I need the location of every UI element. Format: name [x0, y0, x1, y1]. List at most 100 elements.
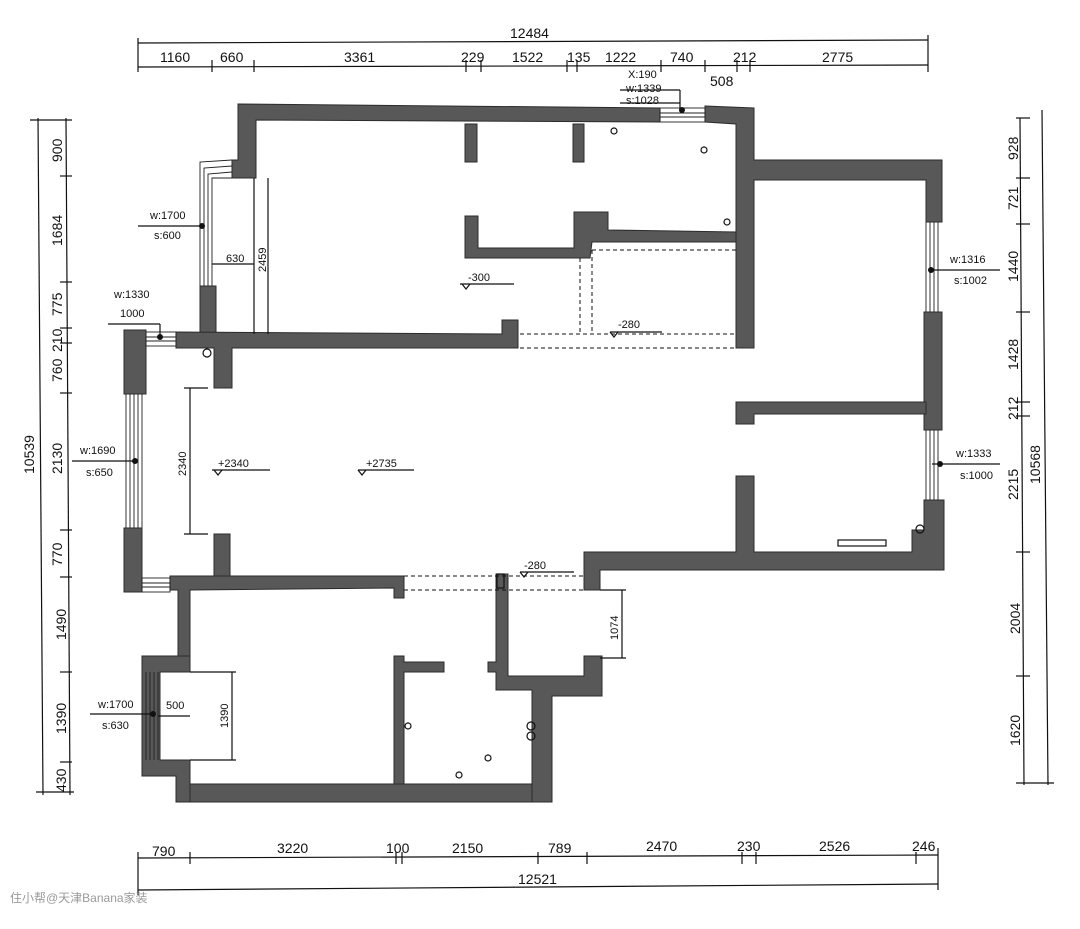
window-3-s: 1000: [120, 308, 144, 320]
window-upper-left-bay: [199, 159, 233, 286]
inner-dim-2340: 2340: [177, 452, 189, 476]
top-seg-4: 229: [461, 49, 485, 65]
wall-jamb-upper-left: [199, 285, 217, 335]
wall-jamb-living-lower: [213, 533, 231, 579]
inner-dim-1074: 1074: [609, 616, 621, 640]
right-segment-labels: 928 721 1440 1428 212 2215 10568 2004 16…: [1005, 136, 1043, 746]
right-seg-1: 928: [1005, 136, 1021, 160]
left-dimension-lines: [30, 117, 74, 796]
right-seg-7: 2004: [1007, 603, 1023, 634]
wall-living-lower-divider: [169, 575, 405, 657]
window-7-w: w:1700: [97, 699, 133, 711]
bottom-seg-8: 2526: [819, 838, 850, 854]
left-seg-3: 775: [49, 292, 65, 316]
wall-top-upper-room: [231, 103, 661, 179]
wall-left-outer: [123, 329, 147, 395]
left-seg-5: 760: [49, 358, 65, 382]
wall-right-lower: [583, 475, 945, 591]
wall-upper-living-divider: [175, 319, 519, 389]
top-seg-3: 3361: [344, 49, 375, 65]
top-seg-6: 135: [567, 49, 591, 65]
top-seg-9: 212: [733, 49, 757, 65]
right-seg-5: 212: [1005, 396, 1021, 420]
wall-right-outer: [923, 311, 943, 431]
left-seg-1: 900: [49, 138, 65, 162]
left-segment-labels: 10539 900 1684 775 210 760 2130 770 1490…: [21, 138, 69, 792]
top-seg-10: 2775: [822, 49, 853, 65]
wall-top-right-segment: [704, 105, 943, 349]
bottom-total-dimension: 12521: [518, 871, 557, 887]
left-seg-9: 1390: [53, 703, 69, 734]
level-closet: -280: [618, 319, 640, 331]
bottom-dimension-lines: [137, 848, 939, 895]
level-living-center: +2735: [366, 458, 397, 470]
wall-lower-middle: [487, 573, 603, 803]
window-2-w: w:1700: [149, 210, 185, 222]
wall-lower-partition: [393, 655, 445, 785]
bottom-segment-labels: 790 3220 100 2150 789 2470 230 2526 246 …: [152, 838, 936, 887]
left-total-dimension: 10539: [21, 435, 37, 474]
left-seg-10: 430: [53, 768, 69, 792]
window-2-s: s:600: [154, 230, 181, 242]
wall-right-horizontal: [735, 401, 927, 425]
wall-bottom: [175, 783, 533, 803]
window-right-lower: [925, 430, 939, 500]
window-7-s: s:630: [102, 720, 129, 732]
left-seg-2: 1684: [49, 215, 65, 246]
wall-lower-left: [141, 655, 191, 803]
windows: [125, 107, 939, 760]
left-seg-6: 2130: [49, 443, 65, 474]
top-sub-dimension: 508: [710, 73, 734, 89]
window-5-s: s:1002: [954, 275, 987, 287]
level-living-left: +2340: [218, 458, 249, 470]
top-dimension-lines: [137, 35, 929, 72]
wall-stub-1: [464, 123, 478, 163]
top-seg-1: 1160: [160, 49, 190, 65]
top-total-dimension: 12484: [510, 25, 549, 41]
bottom-seg-2: 3220: [277, 840, 308, 856]
top-seg-2: 660: [220, 49, 244, 65]
window-right-upper: [925, 222, 939, 312]
bottom-seg-5: 789: [548, 840, 572, 856]
pipe-fixtures: [202, 127, 925, 779]
window-top-s: s:1028: [626, 95, 659, 107]
right-seg-2: 721: [1005, 186, 1021, 210]
watermark: 住小帮@天津Banana家装: [10, 890, 148, 905]
left-seg-7: 770: [49, 542, 65, 566]
bottom-seg-9: 246: [912, 838, 936, 854]
window-3-w: w:1330: [113, 289, 149, 301]
window-6-w: w:1333: [955, 448, 991, 460]
top-seg-5: 1522: [512, 49, 543, 65]
right-seg-6: 2215: [1005, 469, 1021, 500]
dashed-openings: [404, 249, 887, 591]
inner-dim-2459: 2459: [257, 248, 269, 272]
right-seg-8: 1620: [1007, 715, 1023, 746]
inner-dim-630: 630: [226, 253, 244, 265]
inner-dim-1390: 1390: [219, 704, 231, 728]
window-4-w: w:1690: [79, 445, 115, 457]
window-left-small: [145, 331, 177, 347]
walls: [123, 103, 945, 803]
right-seg-4: 1428: [1005, 339, 1021, 370]
bottom-seg-4: 2150: [452, 840, 483, 856]
window-labels: X:190 w:1339 s:1028 w:1700 s:600 w:1330 …: [72, 69, 1000, 732]
wall-stub-2: [572, 123, 585, 163]
level-upper-room: -300: [468, 272, 490, 284]
top-seg-8: 740: [670, 49, 694, 65]
level-lower-corridor: -280: [524, 560, 546, 572]
left-seg-8: 1490: [53, 609, 69, 640]
window-5-w: w:1316: [949, 254, 985, 266]
level-markers: [212, 283, 662, 578]
inner-dimension-lines: [158, 178, 626, 761]
window-lower-left-small: [141, 577, 171, 593]
top-seg-7: 1222: [605, 49, 636, 65]
right-seg-3: 1440: [1005, 251, 1021, 282]
right-total-dimension: 10568: [1027, 445, 1043, 484]
wall-left-outer-lower: [123, 527, 143, 593]
inner-dim-500: 500: [166, 700, 184, 712]
window-top-w: w:1339: [625, 83, 661, 95]
top-segment-labels: 1160 660 3361 229 1522 135 1222 740 212 …: [160, 49, 853, 89]
window-6-s: s:1000: [960, 470, 993, 482]
bottom-seg-7: 230: [737, 838, 761, 854]
